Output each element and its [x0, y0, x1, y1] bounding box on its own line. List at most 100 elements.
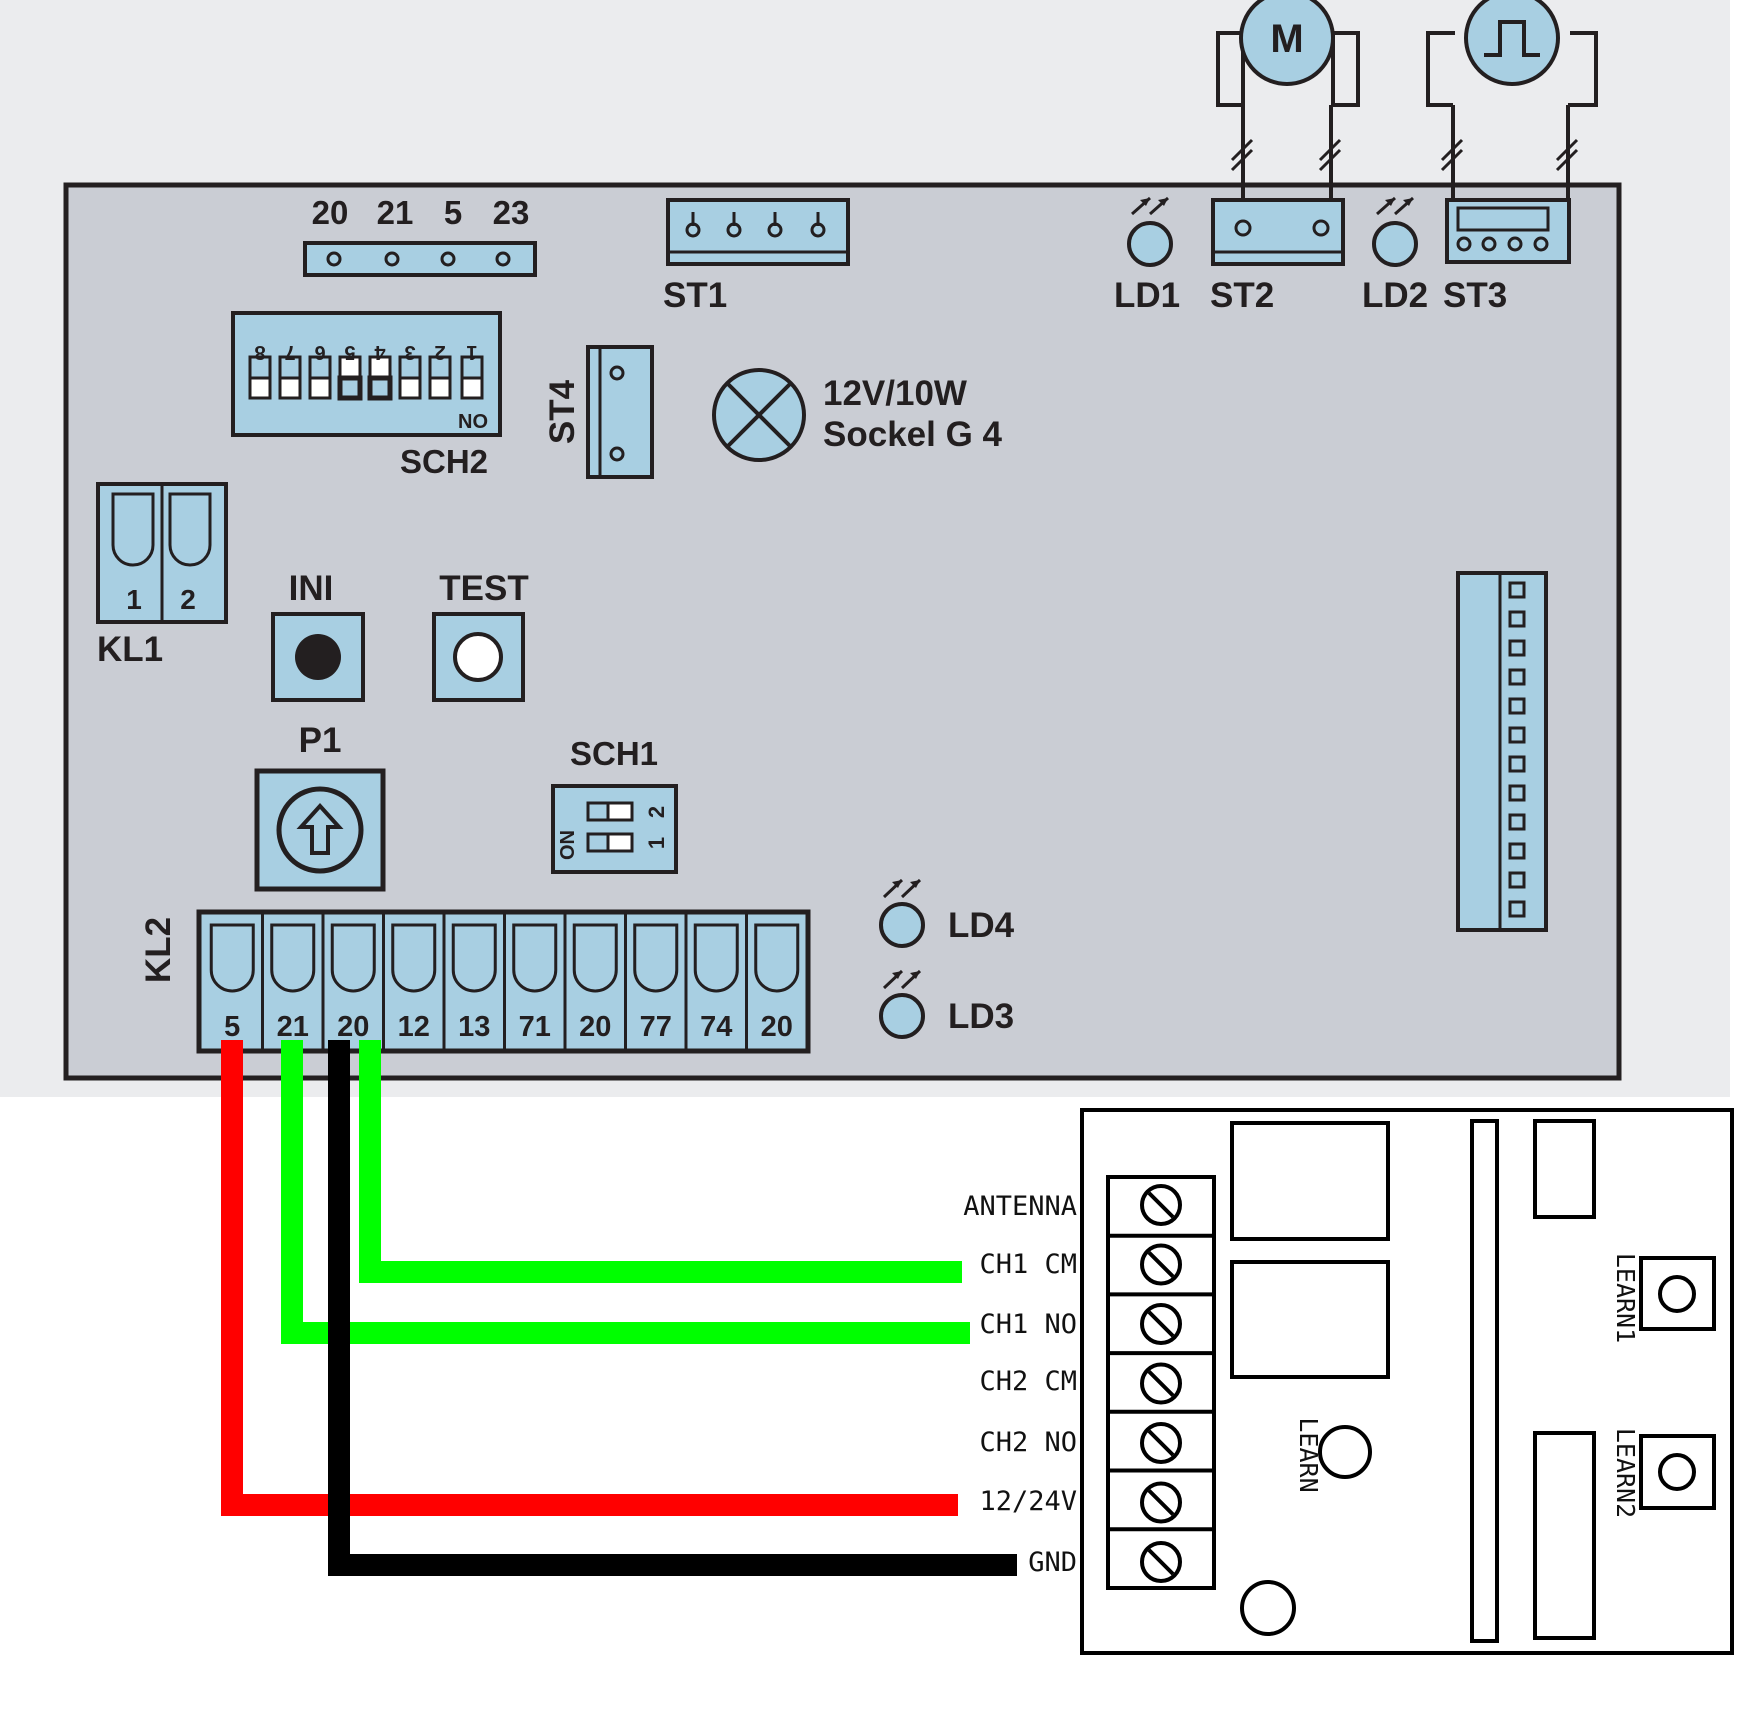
sch1-pin: 2: [644, 806, 669, 818]
kl2-slot: 21: [261, 914, 316, 1049]
pulse-sensor-symbol: [1426, 0, 1598, 240]
ld2-label: LD2: [1362, 276, 1428, 315]
test-label: TEST: [439, 569, 528, 608]
top-terminal-label: 5: [444, 194, 462, 231]
kl2-pin-label: 21: [277, 1011, 309, 1043]
test-button: TEST: [432, 569, 529, 702]
st1-connector: ST1: [663, 198, 850, 315]
sch2-number: 7: [284, 341, 295, 363]
receiver-terminal-labels: ANTENNA CH1 CM CH1 NO CH2 CM CH2 NO 12/2…: [963, 1191, 1077, 1578]
top-terminal-strip: 20 21 5 23: [303, 194, 537, 277]
sch2-switch: [278, 355, 302, 400]
side-pin: [1508, 842, 1526, 860]
sch2-switch: [248, 355, 272, 400]
top-terminal-label: 23: [493, 194, 530, 231]
st4-connector: ST4: [543, 345, 654, 479]
wire-red-12-24v: [221, 1040, 958, 1516]
kl2-pin-label: 13: [458, 1011, 490, 1043]
kl2-pin-label: 5: [224, 1011, 240, 1043]
sch2-number: 2: [434, 341, 445, 363]
kl1-pin: 1: [126, 584, 142, 615]
ld3-label: LD3: [948, 997, 1014, 1036]
kl2-pin-label: 77: [640, 1011, 672, 1043]
st4-label: ST4: [543, 379, 582, 444]
kl2-pin-label: 12: [398, 1011, 430, 1043]
side-pin: [1508, 813, 1526, 831]
learn2-label: LEARN2: [1611, 1428, 1640, 1518]
screw-terminal: [1108, 1351, 1214, 1405]
screw-terminal: [1108, 1527, 1214, 1583]
lamp-socket-label: Sockel G 4: [823, 415, 1003, 454]
wires: [221, 1040, 1017, 1576]
kl2-label: KL2: [139, 917, 178, 983]
side-pin: [1508, 610, 1526, 628]
st2-connector: ST2: [1210, 198, 1345, 315]
sch2-switch: [308, 355, 332, 400]
sch1-label: SCH1: [570, 735, 658, 772]
motor-label: M: [1270, 17, 1303, 61]
ini-label: INI: [289, 569, 334, 608]
learn-label: LEARN: [1294, 1417, 1323, 1492]
screw-terminal: [1108, 1233, 1214, 1286]
sch2-number: 3: [404, 341, 415, 363]
st1-label: ST1: [663, 276, 727, 315]
screw-terminal: [1108, 1292, 1214, 1345]
sch2-number: 4: [374, 341, 386, 363]
ld3-led: LD3: [879, 969, 1014, 1039]
sch2-switch: [460, 355, 484, 400]
lamp-rating: 12V/10W: [823, 374, 967, 413]
learn1-label: LEARN1: [1611, 1253, 1640, 1343]
terminal-ch2-no-label: CH2 NO: [979, 1427, 1077, 1458]
sch2-number: 8: [254, 341, 265, 363]
sch2-number: 6: [314, 341, 325, 363]
sch2-no-label: NO: [458, 411, 488, 433]
kl2-slot: 20: [321, 914, 376, 1049]
ld4-label: LD4: [948, 906, 1015, 945]
kl1-label: KL1: [97, 630, 163, 669]
side-pin: [1508, 581, 1526, 599]
side-pin: [1508, 755, 1526, 773]
sch2-dip-switch: 8 7 6 5 4 3 2 1 NO SCH2: [231, 311, 502, 480]
ld4-led: LD4: [879, 878, 1015, 948]
sch1-on-label: ON: [557, 830, 579, 860]
terminal-gnd-label: GND: [1028, 1547, 1077, 1578]
ld1-led: LD1: [1114, 196, 1180, 315]
receiver-module: LEARN LEARN1 LEARN2: [1080, 1108, 1734, 1655]
ini-button: INI: [271, 569, 365, 702]
top-terminal-label: 21: [377, 194, 414, 231]
kl2-slot: 12: [382, 914, 437, 1049]
side-pin: [1508, 871, 1526, 889]
lamp-socket: 12V/10W Sockel G 4: [712, 368, 1003, 462]
kl2-pin-label: 74: [700, 1011, 732, 1043]
wire-green-ch1-no: [281, 1040, 970, 1344]
screw-terminal: [1108, 1468, 1214, 1524]
motor-symbol: M: [1216, 0, 1360, 228]
kl1-pin: 2: [180, 584, 196, 615]
terminal-ch1-cm-label: CH1 CM: [979, 1249, 1077, 1280]
top-terminal-label: 20: [312, 194, 349, 231]
kl2-slot: 5: [209, 923, 255, 1043]
kl2-terminal-block: 5 21 20 12 13 71 20 77 74 20 KL2: [139, 909, 811, 1054]
side-pin: [1508, 900, 1526, 918]
side-pin: [1508, 697, 1526, 715]
sch2-number: 5: [344, 341, 355, 363]
terminal-12-24v-label: 12/24V: [979, 1486, 1077, 1517]
sch1-dip-switch: ON 2 1 SCH1: [551, 735, 678, 874]
kl2-pin-label: 20: [579, 1011, 611, 1043]
kl2-slot: 20: [745, 914, 800, 1049]
p1-potentiometer: P1: [254, 721, 386, 892]
ld2-led: LD2: [1362, 196, 1428, 315]
side-pin: [1508, 668, 1526, 686]
kl2-slot: 13: [442, 914, 497, 1049]
kl2-slot: 71: [503, 914, 558, 1049]
kl2-slot: 74: [684, 914, 739, 1049]
terminal-ch1-no-label: CH1 NO: [979, 1309, 1077, 1340]
st3-connector: ST3: [1443, 198, 1571, 315]
side-pin: [1508, 784, 1526, 802]
sch2-label: SCH2: [400, 443, 488, 480]
sch2-switch: [367, 355, 393, 401]
sch2-switch: [337, 355, 363, 401]
terminal-antenna-label: ANTENNA: [963, 1191, 1077, 1222]
sch2-switch: [398, 355, 422, 400]
